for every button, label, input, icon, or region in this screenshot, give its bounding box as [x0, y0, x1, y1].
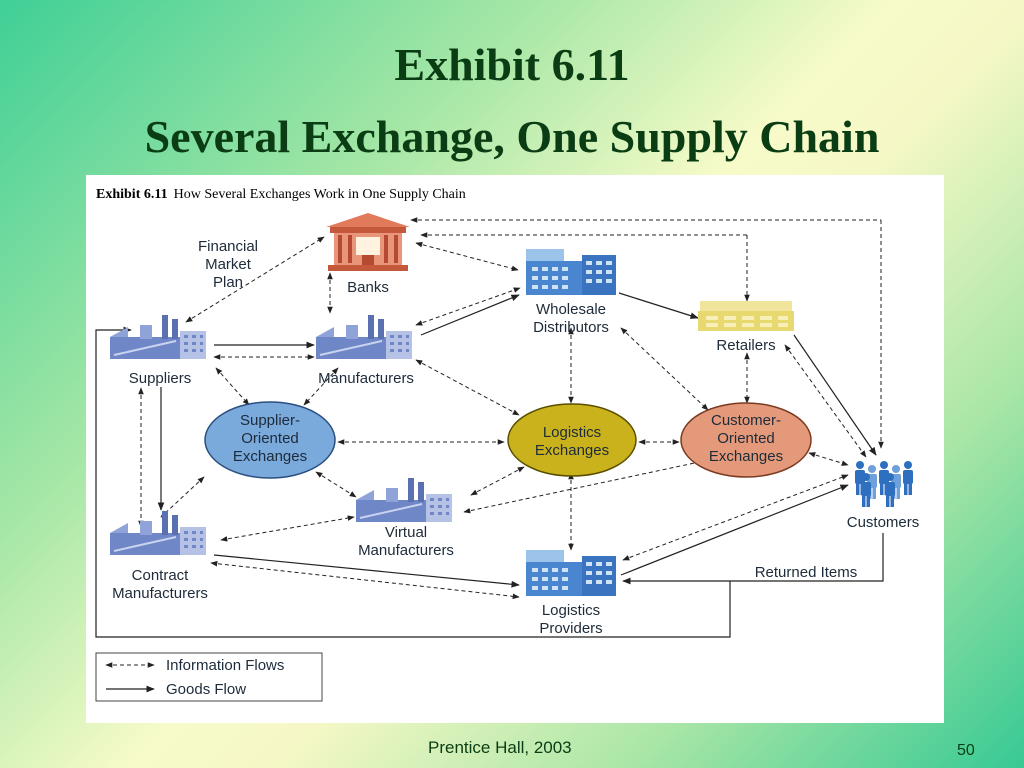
retail-store-icon: [698, 301, 794, 331]
suppliers-label: Suppliers: [129, 370, 192, 387]
page-number: 50: [957, 742, 975, 759]
svg-text:Wholesale: Wholesale: [536, 301, 606, 318]
svg-text:Oriented: Oriented: [241, 430, 299, 447]
svg-text:Contract: Contract: [132, 567, 190, 584]
information-flow-lines: [138, 217, 884, 600]
office-building-icon: [526, 249, 616, 295]
slide-title-line1: Exhibit 6.11: [394, 39, 630, 90]
virtual-manufacturers-node: Virtual Manufacturers: [355, 477, 454, 559]
svg-text:Oriented: Oriented: [717, 430, 775, 447]
svg-text:Supplier-: Supplier-: [240, 412, 300, 429]
svg-text:Virtual: Virtual: [385, 524, 427, 541]
manufacturers-label: Manufacturers: [318, 370, 414, 387]
legend-goods-label: Goods Flow: [166, 681, 246, 698]
svg-text:Distributors: Distributors: [533, 319, 609, 336]
customers-node: Customers: [847, 461, 920, 531]
supplier-oriented-exchanges-node: Supplier- Oriented Exchanges: [204, 401, 336, 479]
office-building-icon: [526, 550, 616, 596]
retailers-label: Retailers: [716, 337, 775, 354]
logistics-providers-node: Logistics Providers: [526, 550, 616, 637]
svg-text:Logistics: Logistics: [542, 602, 600, 619]
svg-text:Manufacturers: Manufacturers: [112, 585, 208, 602]
svg-text:Manufacturers: Manufacturers: [358, 542, 454, 559]
svg-text:Market: Market: [205, 256, 252, 273]
customers-label: Customers: [847, 514, 920, 531]
svg-text:Exchanges: Exchanges: [535, 442, 609, 459]
factory-icon: [315, 314, 413, 360]
customer-oriented-exchanges-node: Customer- Oriented Exchanges: [680, 402, 812, 478]
goods-flow-lines: [95, 292, 884, 638]
slide-title-line2: Several Exchange, One Supply Chain: [144, 111, 880, 162]
retailers-node: Retailers: [698, 301, 794, 354]
manufacturers-node: Manufacturers: [315, 314, 414, 387]
svg-text:Customer-: Customer-: [711, 412, 781, 429]
contract-manufacturers-node: Contract Manufacturers: [109, 510, 208, 602]
svg-text:Exchanges: Exchanges: [233, 448, 307, 465]
financial-market-plan-annotation: Financial Market Plan: [198, 238, 258, 291]
svg-text:Logistics: Logistics: [543, 424, 601, 441]
banks-label: Banks: [347, 279, 389, 296]
svg-text:Exchanges: Exchanges: [709, 448, 783, 465]
svg-text:Financial: Financial: [198, 238, 258, 255]
factory-icon: [355, 477, 453, 523]
people-group-icon: [855, 461, 913, 507]
returned-items-label: Returned Items: [755, 564, 858, 581]
legend-info-label: Information Flows: [166, 657, 284, 674]
logistics-exchanges-node: Logistics Exchanges: [507, 403, 637, 477]
bank-building-icon: [326, 213, 410, 271]
banks-node: Banks: [326, 213, 410, 296]
factory-icon: [109, 314, 207, 360]
wholesale-distributors-node: Wholesale Distributors: [526, 249, 616, 336]
svg-text:Plan: Plan: [213, 274, 243, 291]
suppliers-node: Suppliers: [109, 314, 207, 387]
factory-icon: [109, 510, 207, 556]
legend: Information Flows Goods Flow: [95, 652, 323, 702]
svg-text:Providers: Providers: [539, 620, 602, 637]
footer-source: Prentice Hall, 2003: [428, 738, 572, 757]
